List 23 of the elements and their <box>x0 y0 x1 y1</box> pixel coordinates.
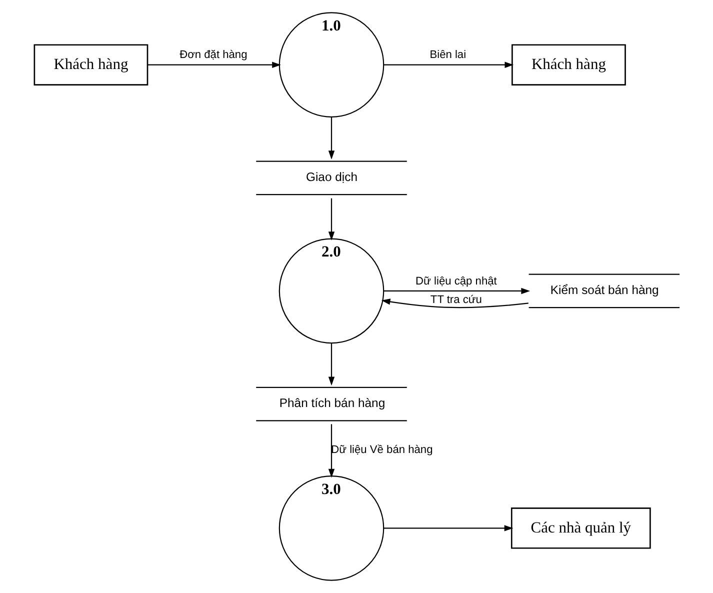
arrow <box>383 525 513 532</box>
node-circle: 2.0 <box>278 238 384 344</box>
edge-label: Đơn đặt hàng <box>179 49 247 62</box>
arrow <box>328 424 334 478</box>
node-circle: 1.0 <box>278 12 384 118</box>
edge-label: TT tra cứu <box>430 294 482 306</box>
node-box: Khách hàng <box>511 44 626 86</box>
arrow <box>380 298 528 308</box>
arrow <box>383 288 530 294</box>
node-text: Giao dịch <box>306 170 358 184</box>
arrow <box>328 117 334 160</box>
edge-label: Dữ liệu Về bán hàng <box>330 444 432 456</box>
edge-label: Dữ liệu cập nhật <box>415 275 496 288</box>
arrow <box>383 62 514 68</box>
arrow <box>328 343 334 386</box>
node-circle: 3.0 <box>278 476 384 581</box>
node-text: Phân tích bán hàng <box>278 396 385 410</box>
node-box: Khách hàng <box>33 44 148 86</box>
node-box: Các nhà quản lý <box>510 508 650 549</box>
edge-label: Biên lai <box>429 49 466 62</box>
arrow <box>147 62 280 68</box>
node-text: Kiểm soát bán hàng <box>550 283 658 298</box>
arrow <box>328 198 334 241</box>
